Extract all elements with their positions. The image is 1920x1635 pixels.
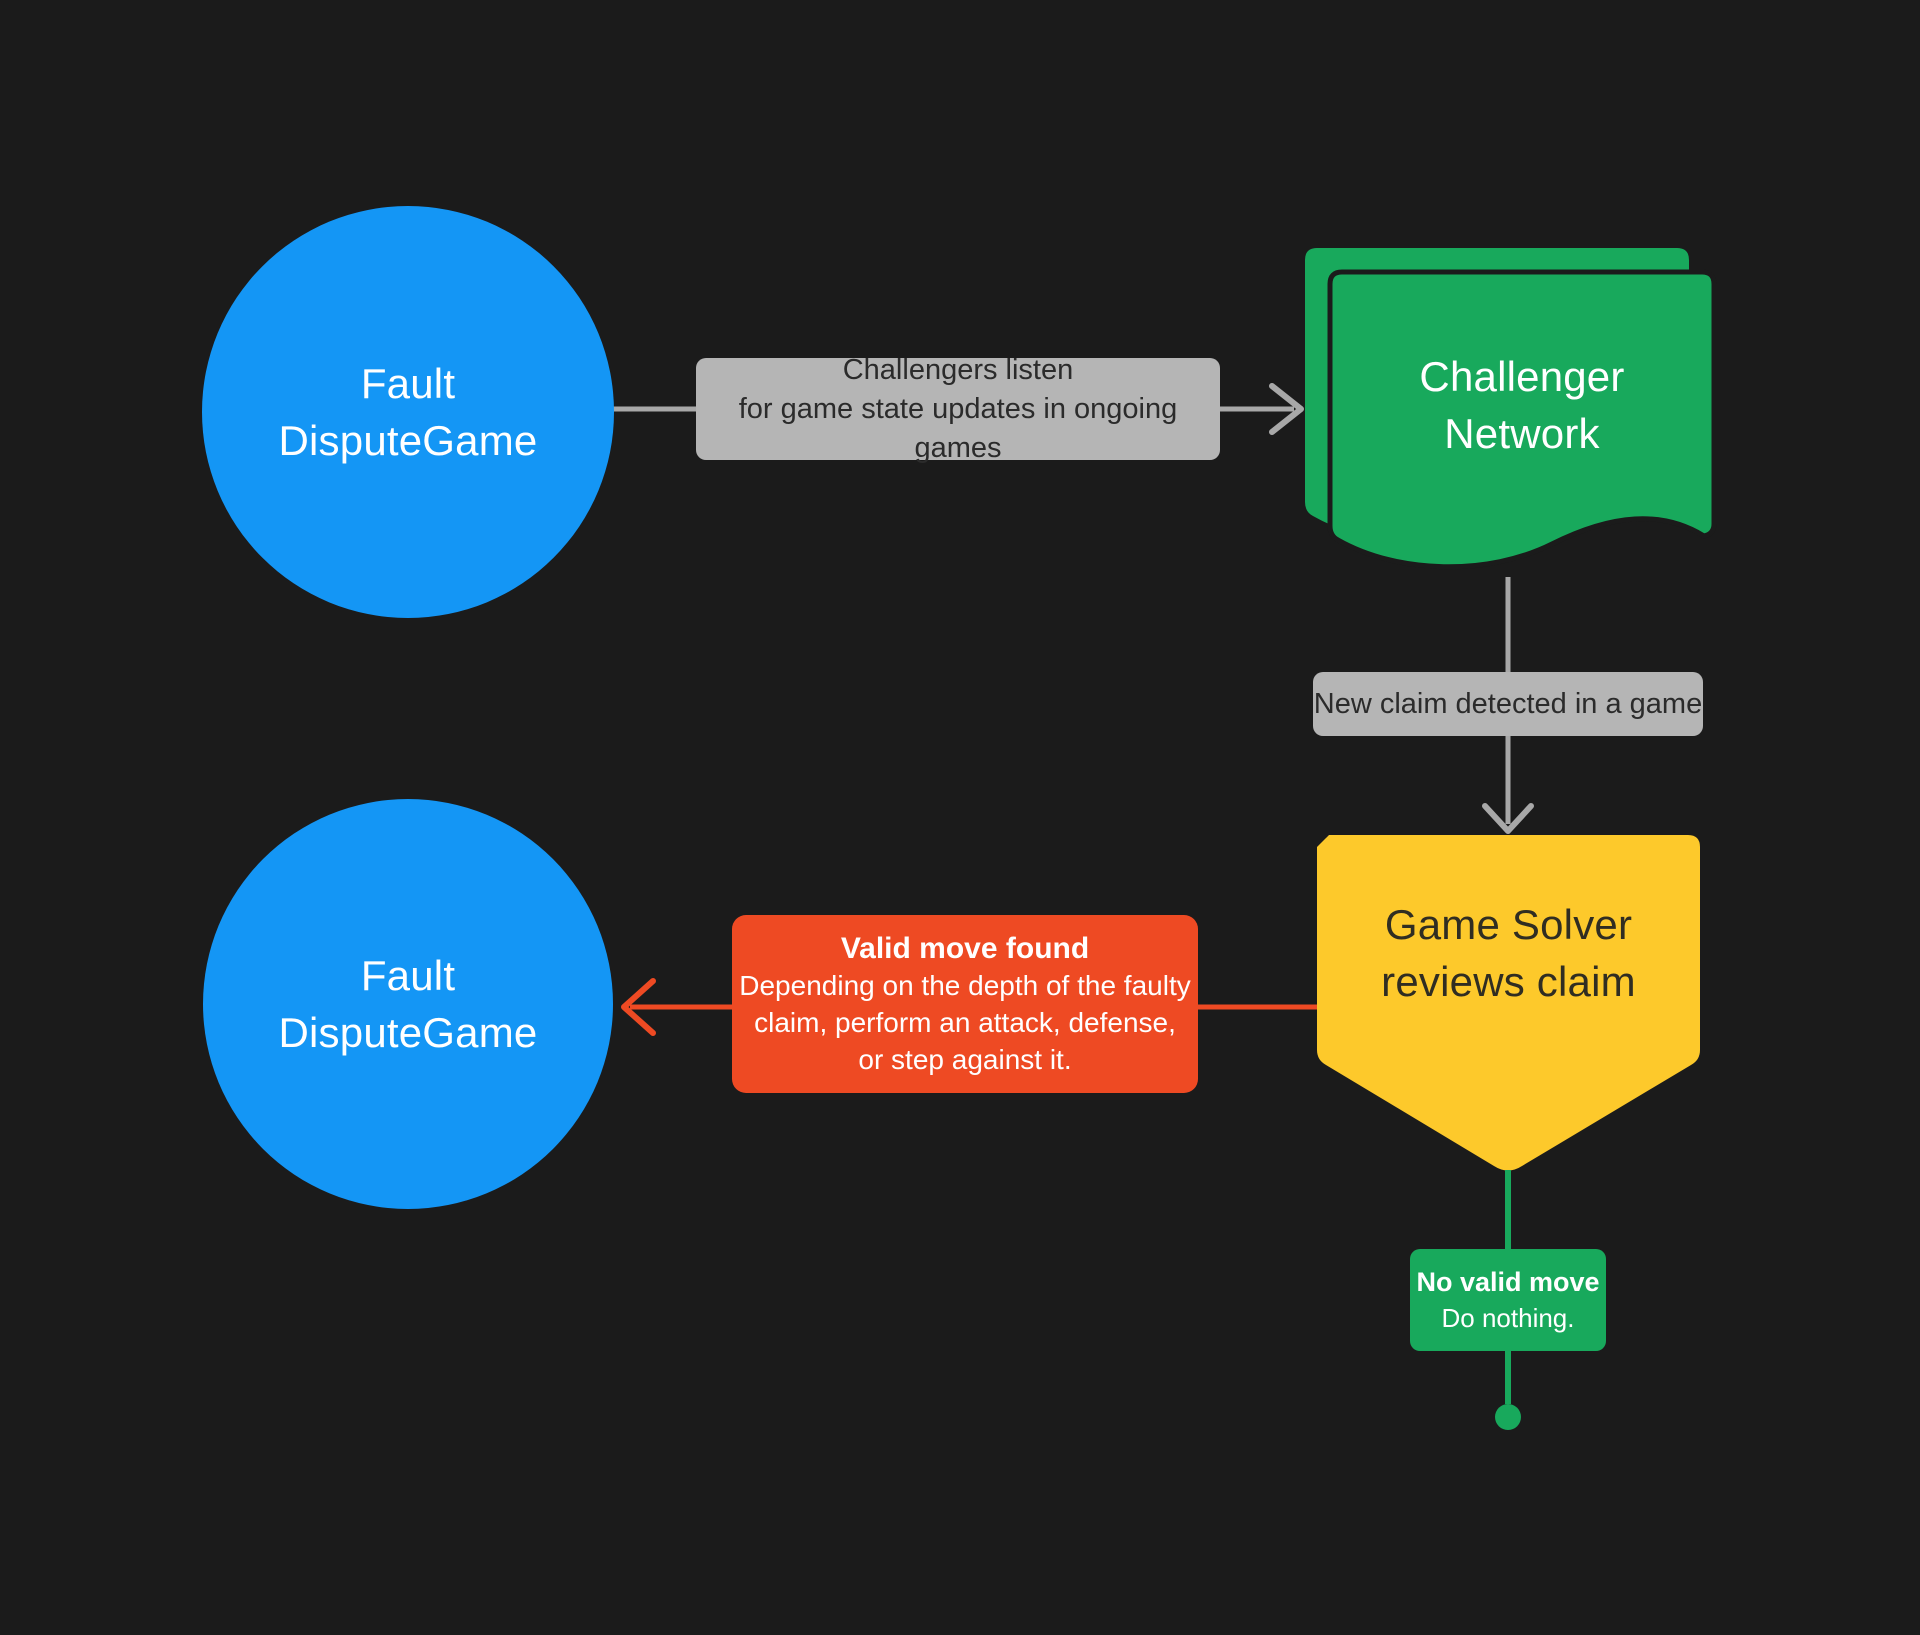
node-label: DisputeGame	[278, 417, 538, 464]
edge-label-line: Challengers listen	[842, 353, 1074, 386]
node-label: DisputeGame	[278, 1009, 538, 1056]
arrowhead-left-icon	[621, 978, 656, 1036]
edge-label-line: New claim detected in a game	[1313, 687, 1703, 720]
node-game-solver: Game Solver reviews claim	[1317, 835, 1700, 1070]
node-label: Network	[1444, 410, 1600, 457]
node-label: reviews claim	[1381, 957, 1636, 1005]
node-challenger-network: Challenger Network	[1330, 272, 1714, 538]
edge-label-line: for game state updates in ongoing games	[738, 392, 1178, 464]
valid-move-body: Depending on the depth of the faulty cla…	[739, 970, 1191, 1075]
edge-label-new-claim: New claim detected in a game	[1313, 672, 1703, 736]
valid-move-title: Valid move found	[840, 932, 1090, 965]
edge-label-no-valid-move: No valid move Do nothing.	[1410, 1249, 1606, 1351]
terminal-dot-icon	[1495, 1404, 1521, 1430]
node-label: Challenger	[1419, 353, 1625, 400]
node-fault-dispute-game-top: Fault DisputeGame	[202, 206, 614, 618]
node-label: Fault	[360, 360, 456, 407]
node-label: Game Solver	[1384, 900, 1633, 948]
no-valid-move-title: No valid move	[1416, 1267, 1600, 1297]
no-valid-move-body: Do nothing.	[1441, 1303, 1575, 1333]
edge-label-challengers-listen: Challengers listen for game state update…	[696, 354, 1220, 464]
edge-label-valid-move-found: Valid move found Depending on the depth …	[732, 915, 1198, 1093]
node-fault-dispute-game-bottom: Fault DisputeGame	[203, 799, 613, 1209]
node-label: Fault	[360, 952, 456, 999]
arrowhead-right-icon	[1269, 383, 1304, 435]
arrowhead-down-icon	[1482, 803, 1534, 834]
connector-listen-label-to-network	[1220, 383, 1304, 435]
